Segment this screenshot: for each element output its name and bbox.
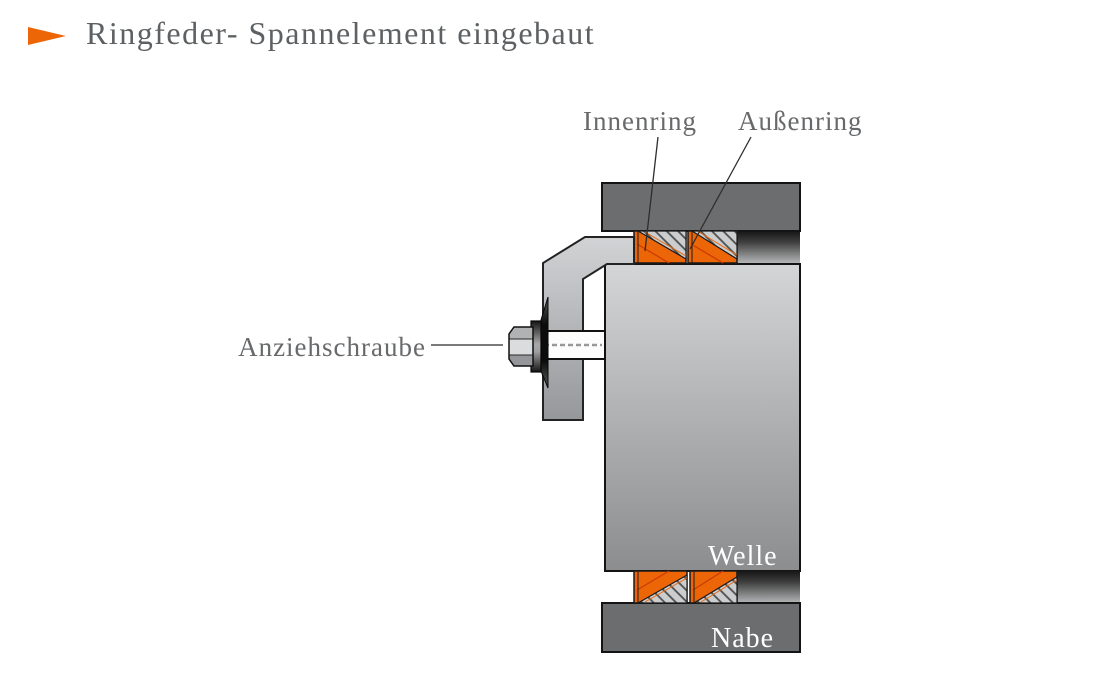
right-arrow-icon (28, 27, 66, 45)
heading: Ringfeder- Spannelement eingebaut (28, 15, 595, 51)
hex-head-outline (508, 326, 534, 367)
hex-facet-middle (509, 339, 533, 355)
outer-ring-taper-line (644, 577, 688, 603)
hex-bolt-head (508, 326, 534, 367)
inner-ring-hatch-line (692, 570, 724, 591)
gap-shadow-top (737, 231, 800, 263)
outer-ring-taper-line (644, 231, 687, 257)
tightening-screw (508, 296, 606, 389)
outer-ring-section (635, 573, 688, 604)
clamping-element-bottom-2 (689, 570, 738, 604)
clamping-element-top-2 (687, 230, 738, 264)
inner-ring-hatch-line (636, 243, 670, 264)
hub-top-block (601, 182, 801, 232)
hex-facet-bottom (509, 355, 533, 366)
page-title: Ringfeder- Spannelement eingebaut (86, 15, 595, 51)
label-anziehschraube: Anziehschraube (238, 332, 426, 362)
inner-ring-hatch-line (690, 243, 724, 264)
outer-ring-taper-line (700, 579, 738, 603)
innenring-leader-line (644, 136, 659, 252)
hub-bottom-block (601, 602, 801, 653)
outer-ring-taper-line (698, 231, 738, 256)
outer-ring-section (635, 230, 687, 261)
outer-ring-section (689, 230, 738, 261)
clamping-element-bottom-1 (633, 570, 688, 604)
label-nabe: Nabe (711, 623, 774, 654)
label-innenring: Innenring (583, 106, 697, 136)
outer-ring-section (691, 575, 738, 604)
thrust-flange (542, 236, 635, 421)
clamping-element-top-1 (633, 230, 687, 264)
gap-shadow-bottom (737, 571, 800, 603)
aussenring-leader-line (689, 136, 752, 250)
label-welle: Welle (708, 541, 778, 572)
label-aussenring: Außenring (738, 106, 862, 136)
inner-ring-hatch-line (636, 570, 670, 591)
shaft-block (604, 263, 801, 572)
hex-facet-top (509, 327, 533, 339)
